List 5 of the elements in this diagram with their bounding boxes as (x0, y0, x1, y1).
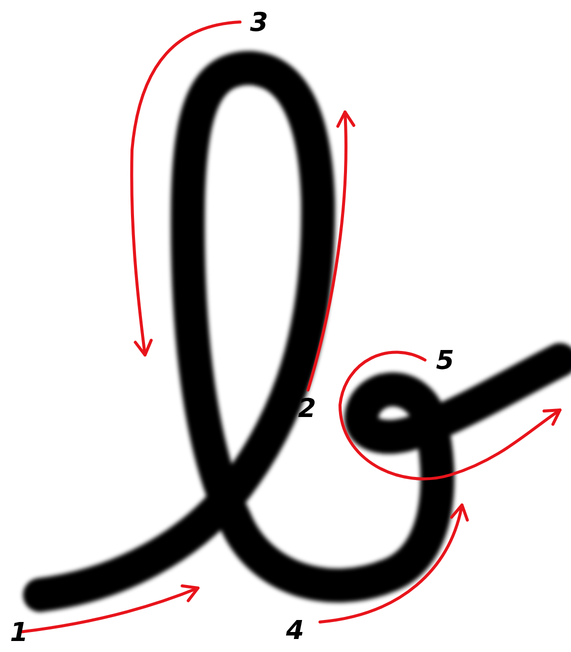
step-number: 4 (286, 618, 304, 644)
step-number: 1 (10, 620, 28, 646)
step-number: 2 (298, 396, 316, 422)
step-number: 3 (250, 10, 268, 36)
step-number: 5 (436, 348, 454, 374)
